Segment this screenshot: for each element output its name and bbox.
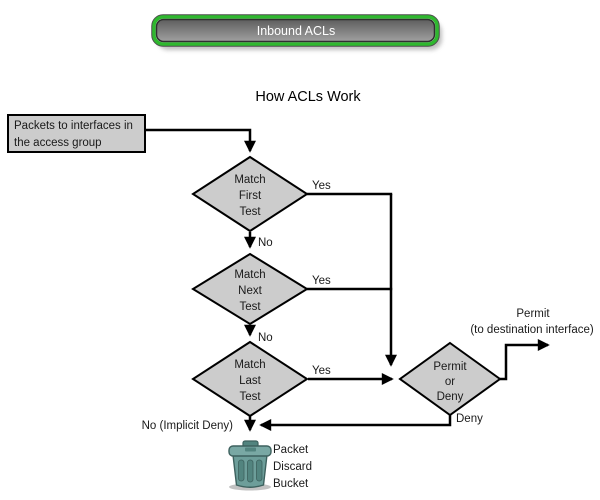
trash-can-lid-slot bbox=[245, 447, 256, 452]
page-title: How ACLs Work bbox=[255, 89, 361, 105]
edge-startbox-to-first-test bbox=[145, 128, 256, 153]
trash-can-ridge-right bbox=[256, 459, 263, 482]
banner-plate bbox=[155, 18, 436, 43]
start-box-line1: Packets to interfaces in bbox=[14, 120, 133, 132]
start-box: Packets to interfaces in the access grou… bbox=[7, 114, 146, 153]
diamond-last-line3: Test bbox=[239, 391, 261, 403]
diamond-first-line2: First bbox=[239, 190, 262, 202]
trash-can-ridge-left bbox=[238, 459, 245, 482]
bucket-label-line1: Packet bbox=[273, 444, 309, 456]
trash-can-ridge-middle bbox=[247, 459, 254, 483]
diamond-permit-or-deny: Permit or Deny bbox=[398, 341, 502, 417]
diamond-decision-line1: Permit bbox=[433, 361, 467, 373]
label-permit: Permit bbox=[516, 308, 550, 320]
bucket-label-line3: Bucket bbox=[273, 478, 309, 490]
bucket-label-line2: Discard bbox=[273, 461, 312, 473]
banner-label: Inbound ACLs bbox=[257, 24, 336, 38]
diamond-last-line2: Last bbox=[239, 375, 262, 387]
label-permit-sub: (to destination interface) bbox=[470, 324, 594, 336]
diamond-last-line1: Match bbox=[234, 359, 265, 371]
edge-decision-permit-out bbox=[500, 339, 550, 381]
diamond-first-line3: Test bbox=[239, 206, 261, 218]
diamond-match-next-test: Match Next Test bbox=[191, 252, 309, 326]
diamond-decision-line3: Deny bbox=[437, 391, 464, 403]
diamond-next-line3: Test bbox=[239, 301, 261, 313]
trash-can-icon bbox=[228, 440, 272, 488]
diamond-first-shape bbox=[191, 155, 309, 233]
diamond-decision-line2: or bbox=[445, 376, 455, 388]
label-deny: Deny bbox=[456, 413, 483, 425]
diamond-decision-shape bbox=[398, 341, 502, 417]
diamond-first-line1: Match bbox=[234, 174, 265, 186]
label-no-first: No bbox=[258, 237, 273, 249]
label-no-implicit-deny: No (Implicit Deny) bbox=[142, 420, 234, 432]
start-box-line2: the access group bbox=[14, 137, 102, 149]
diamond-match-first-test: Match First Test bbox=[191, 155, 309, 233]
banner: Inbound ACLs bbox=[151, 14, 442, 50]
edge-labels: Yes Yes Yes No No No (Implicit Deny) Den… bbox=[142, 180, 594, 432]
label-no-next: No bbox=[258, 332, 273, 344]
diamond-last-shape bbox=[191, 340, 309, 418]
banner-green-ring bbox=[152, 15, 439, 46]
start-box-rect bbox=[7, 114, 146, 153]
diamond-next-shape bbox=[191, 252, 309, 326]
edge-decision-deny-to-bucket bbox=[259, 415, 452, 431]
label-yes-first: Yes bbox=[312, 180, 331, 192]
edges bbox=[145, 128, 550, 432]
label-yes-next: Yes bbox=[312, 275, 331, 287]
packet-discard-bucket: Packet Discard Bucket bbox=[228, 440, 312, 491]
diamond-match-last-test: Match Last Test bbox=[191, 340, 309, 418]
label-yes-last: Yes bbox=[312, 365, 331, 377]
diamond-next-line1: Match bbox=[234, 269, 265, 281]
diamond-next-line2: Next bbox=[238, 285, 262, 297]
